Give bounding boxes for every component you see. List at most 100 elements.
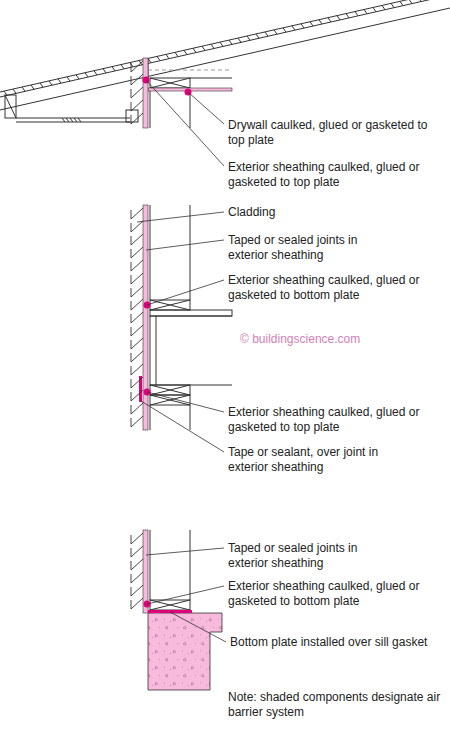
foundation	[148, 613, 222, 690]
shingle-stroke	[166, 54, 169, 58]
callout-label: Exterior sheathing caulked, glued or gas…	[228, 160, 442, 190]
shingle-stroke	[364, 9, 367, 13]
callout-label: Taped or sealed joints in exterior sheat…	[228, 233, 378, 263]
shingle-stroke	[382, 5, 385, 9]
shingle-stroke	[40, 83, 43, 87]
siding-board	[131, 100, 143, 111]
callout-label: Tape or sealant, over joint in exterior …	[228, 445, 408, 475]
rim-joist	[150, 316, 156, 385]
shingle-stroke	[94, 71, 97, 75]
stud	[150, 88, 151, 128]
siding-board	[131, 351, 143, 362]
siding-board	[131, 585, 143, 596]
shingle-stroke	[274, 30, 277, 34]
siding-board	[131, 221, 143, 232]
shingle-stroke	[193, 48, 196, 52]
framing	[0, 0, 450, 610]
shingle-hatch	[4, 0, 448, 95]
shingle-stroke	[31, 85, 34, 89]
sealant-bead	[143, 77, 192, 608]
shingle-stroke	[13, 89, 16, 93]
shingle-stroke	[229, 40, 232, 44]
bottom-plate	[150, 300, 190, 310]
shingle-stroke	[301, 24, 304, 28]
siding-board	[131, 338, 143, 349]
shingle-stroke	[310, 22, 313, 26]
shingle-stroke	[418, 0, 421, 2]
soffit	[16, 118, 130, 119]
siding-board	[131, 403, 143, 414]
shingle-stroke	[247, 36, 250, 40]
sill-gasket	[148, 610, 192, 613]
floor-joist	[156, 316, 232, 317]
shingle-stroke	[283, 28, 286, 32]
callout-label: Cladding	[228, 205, 442, 220]
shingle-stroke	[265, 32, 268, 36]
shingle-stroke	[85, 73, 88, 77]
shingle-stroke	[58, 79, 61, 83]
siding-board	[131, 390, 143, 401]
shingle-stroke	[121, 65, 124, 69]
top-plate	[150, 78, 190, 88]
note: Note: shaded components designate air ba…	[228, 690, 442, 720]
drywall	[190, 405, 191, 430]
siding-board	[131, 598, 143, 609]
stud	[150, 530, 151, 600]
roof-sheathing	[0, 0, 450, 97]
siding-board	[131, 273, 143, 284]
ceiling-joist	[190, 78, 232, 79]
shingle-stroke	[184, 50, 187, 54]
exterior-sheathing	[143, 58, 148, 128]
bottom-plate	[150, 300, 190, 310]
shingle-stroke	[391, 3, 394, 7]
shingle-stroke	[76, 75, 79, 79]
siding-board	[131, 533, 143, 544]
fascia	[5, 95, 16, 118]
shingle-stroke	[238, 38, 241, 42]
siding-board	[131, 260, 143, 271]
cladding-siding	[131, 61, 143, 609]
shingle-stroke	[256, 34, 259, 38]
siding-board	[131, 87, 143, 98]
shingle-stroke	[22, 87, 25, 91]
siding-board	[131, 546, 143, 557]
shingle-stroke	[211, 44, 214, 48]
siding-board	[131, 377, 143, 388]
siding-board	[131, 364, 143, 375]
top-plate	[150, 395, 190, 405]
callout-label: Drywall caulked, glued or gasketed to to…	[228, 118, 442, 148]
shingle-stroke	[355, 12, 358, 16]
siding-board	[131, 572, 143, 583]
siding-board	[131, 61, 143, 72]
siding-board	[131, 286, 143, 297]
callout-label: Bottom plate installed over sill gasket	[230, 635, 442, 650]
exterior-sheathing	[143, 205, 148, 430]
shingle-stroke	[319, 20, 322, 24]
siding-board	[131, 208, 143, 219]
shingle-stroke	[328, 18, 331, 22]
callout-label: Exterior sheathing caulked, glued or gas…	[228, 405, 442, 435]
drywall	[190, 91, 191, 128]
shingle-stroke	[112, 67, 115, 71]
siding-board	[131, 312, 143, 323]
shingle-stroke	[103, 69, 106, 73]
subfloor	[150, 310, 232, 316]
top-plate	[150, 78, 190, 88]
top-plate	[150, 385, 190, 395]
leader-lines	[137, 80, 226, 642]
soffit-vent	[62, 118, 81, 122]
callout-label: Taped or sealed joints in exterior sheat…	[228, 541, 378, 571]
siding-board	[131, 299, 143, 310]
drywall	[190, 205, 191, 300]
air-barrier	[139, 58, 232, 690]
siding-board	[131, 234, 143, 245]
siding-board	[131, 559, 143, 570]
siding-board	[131, 113, 143, 124]
stud	[150, 205, 151, 300]
stud	[150, 405, 151, 430]
siding-board	[131, 416, 143, 427]
callout-label: Exterior sheathing caulked, glued or gas…	[228, 273, 442, 303]
shingle-stroke	[49, 81, 52, 85]
